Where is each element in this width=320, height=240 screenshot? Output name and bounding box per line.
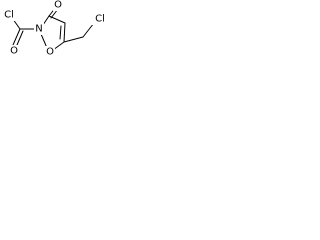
bond-n-o-ring — [40, 33, 48, 49]
bond-acyl-carbonyl-double-a — [12, 28, 21, 46]
bond-c4-c5-a — [63, 22, 66, 43]
bond-ch2-cl — [82, 22, 95, 38]
bond-c5-ch2 — [63, 36, 84, 43]
bond-c4-c5-b — [59, 25, 62, 40]
atom-o-acyl-carbonyl: O — [10, 46, 18, 57]
bonds — [9, 6, 95, 51]
atom-cl-acyl: Cl — [4, 10, 14, 21]
atom-n-ring: N — [35, 24, 42, 35]
atom-o-ring: O — [46, 47, 54, 58]
bond-acyl-carbonyl-double-b — [16, 30, 24, 46]
bond-c3-c4 — [48, 15, 66, 24]
atom-cl-chloromethyl: Cl — [95, 14, 105, 25]
chemical-structure-diagram: Cl O N O O Cl — [2, 0, 107, 58]
atom-o-ketone: O — [54, 0, 62, 11]
atom-labels: Cl O N O O Cl — [2, 0, 107, 58]
